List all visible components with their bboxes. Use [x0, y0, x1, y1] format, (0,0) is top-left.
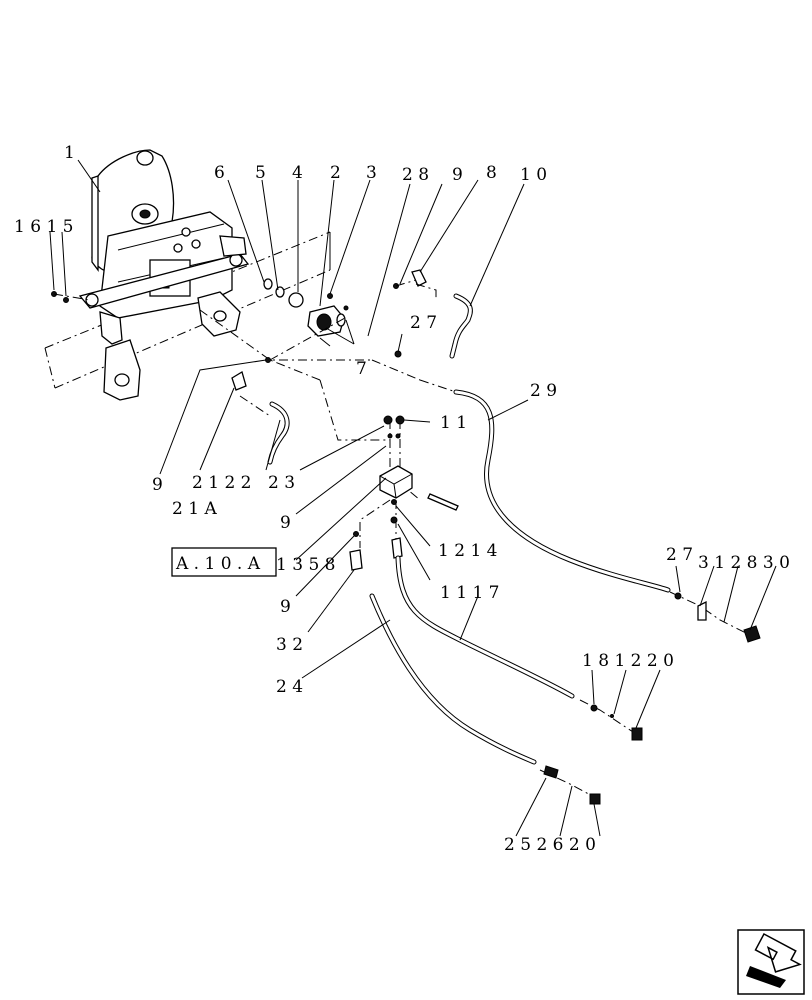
- hydraulic-coupler: [263, 278, 349, 347]
- small-fasteners-left: [51, 291, 91, 303]
- callout-labels: 1 1 6 1 5 6 5 4 2 3 2 8 9 8 1 0 2 7 7 2 …: [14, 143, 790, 855]
- callout-3: 3: [366, 163, 377, 183]
- coulter-disc-assembly: [78, 149, 250, 401]
- leader-lines: [49, 159, 777, 837]
- left-hose-assembly: [231, 357, 290, 465]
- upper-right-fittings: [393, 269, 473, 359]
- callout-11-17: 1 1 1 7: [440, 583, 499, 603]
- callout-13-5-8: 1 3 5 8: [276, 555, 335, 575]
- manifold-block: [349, 415, 459, 571]
- callout-8: 8: [486, 163, 497, 183]
- callout-32: 3 2: [276, 635, 303, 655]
- hose-24: [369, 593, 601, 805]
- callout-27-right: 2 7: [666, 545, 693, 565]
- callout-21-22: 2 1 2 2: [192, 473, 251, 493]
- callout-24: 2 4: [276, 677, 303, 697]
- callout-28: 2 8: [402, 165, 429, 185]
- callout-9-top: 9: [452, 165, 463, 185]
- hose-29: [453, 389, 761, 643]
- hose-17: [391, 537, 643, 741]
- callout-9-mid: 9: [280, 513, 291, 533]
- callout-9-lower: 9: [280, 597, 291, 617]
- callout-18-12-20: 1 8 1 2 2 0: [582, 651, 674, 671]
- callout-1: 1: [64, 143, 75, 163]
- callout-23: 2 3: [268, 473, 295, 493]
- callout-6: 6: [214, 163, 225, 183]
- callout-4: 4: [292, 163, 303, 183]
- callout-16-15: 1 6 1 5: [14, 217, 73, 237]
- callout-12-14: 1 2 1 4: [438, 541, 497, 561]
- callout-31-28-30: 3 1 2 8 3 0: [698, 553, 790, 573]
- callout-25-26-20: 2 5 2 6 2 0: [504, 835, 596, 855]
- reference-box[interactable]: A . 1 0 . A: [171, 547, 277, 577]
- callout-5: 5: [255, 163, 266, 183]
- callout-9-left: 9: [152, 475, 163, 495]
- reference-box-label: A . 1 0 . A: [175, 554, 261, 574]
- callout-10: 1 0: [520, 165, 547, 185]
- callout-7: 7: [356, 359, 367, 379]
- callout-11-upper: 1 1: [440, 413, 467, 433]
- callout-27-upper: 2 7: [410, 313, 437, 333]
- callout-21A: 2 1 A: [172, 499, 217, 519]
- callout-29: 2 9: [530, 381, 557, 401]
- callout-2: 2: [330, 163, 341, 183]
- next-page-arrow-icon[interactable]: [737, 929, 805, 995]
